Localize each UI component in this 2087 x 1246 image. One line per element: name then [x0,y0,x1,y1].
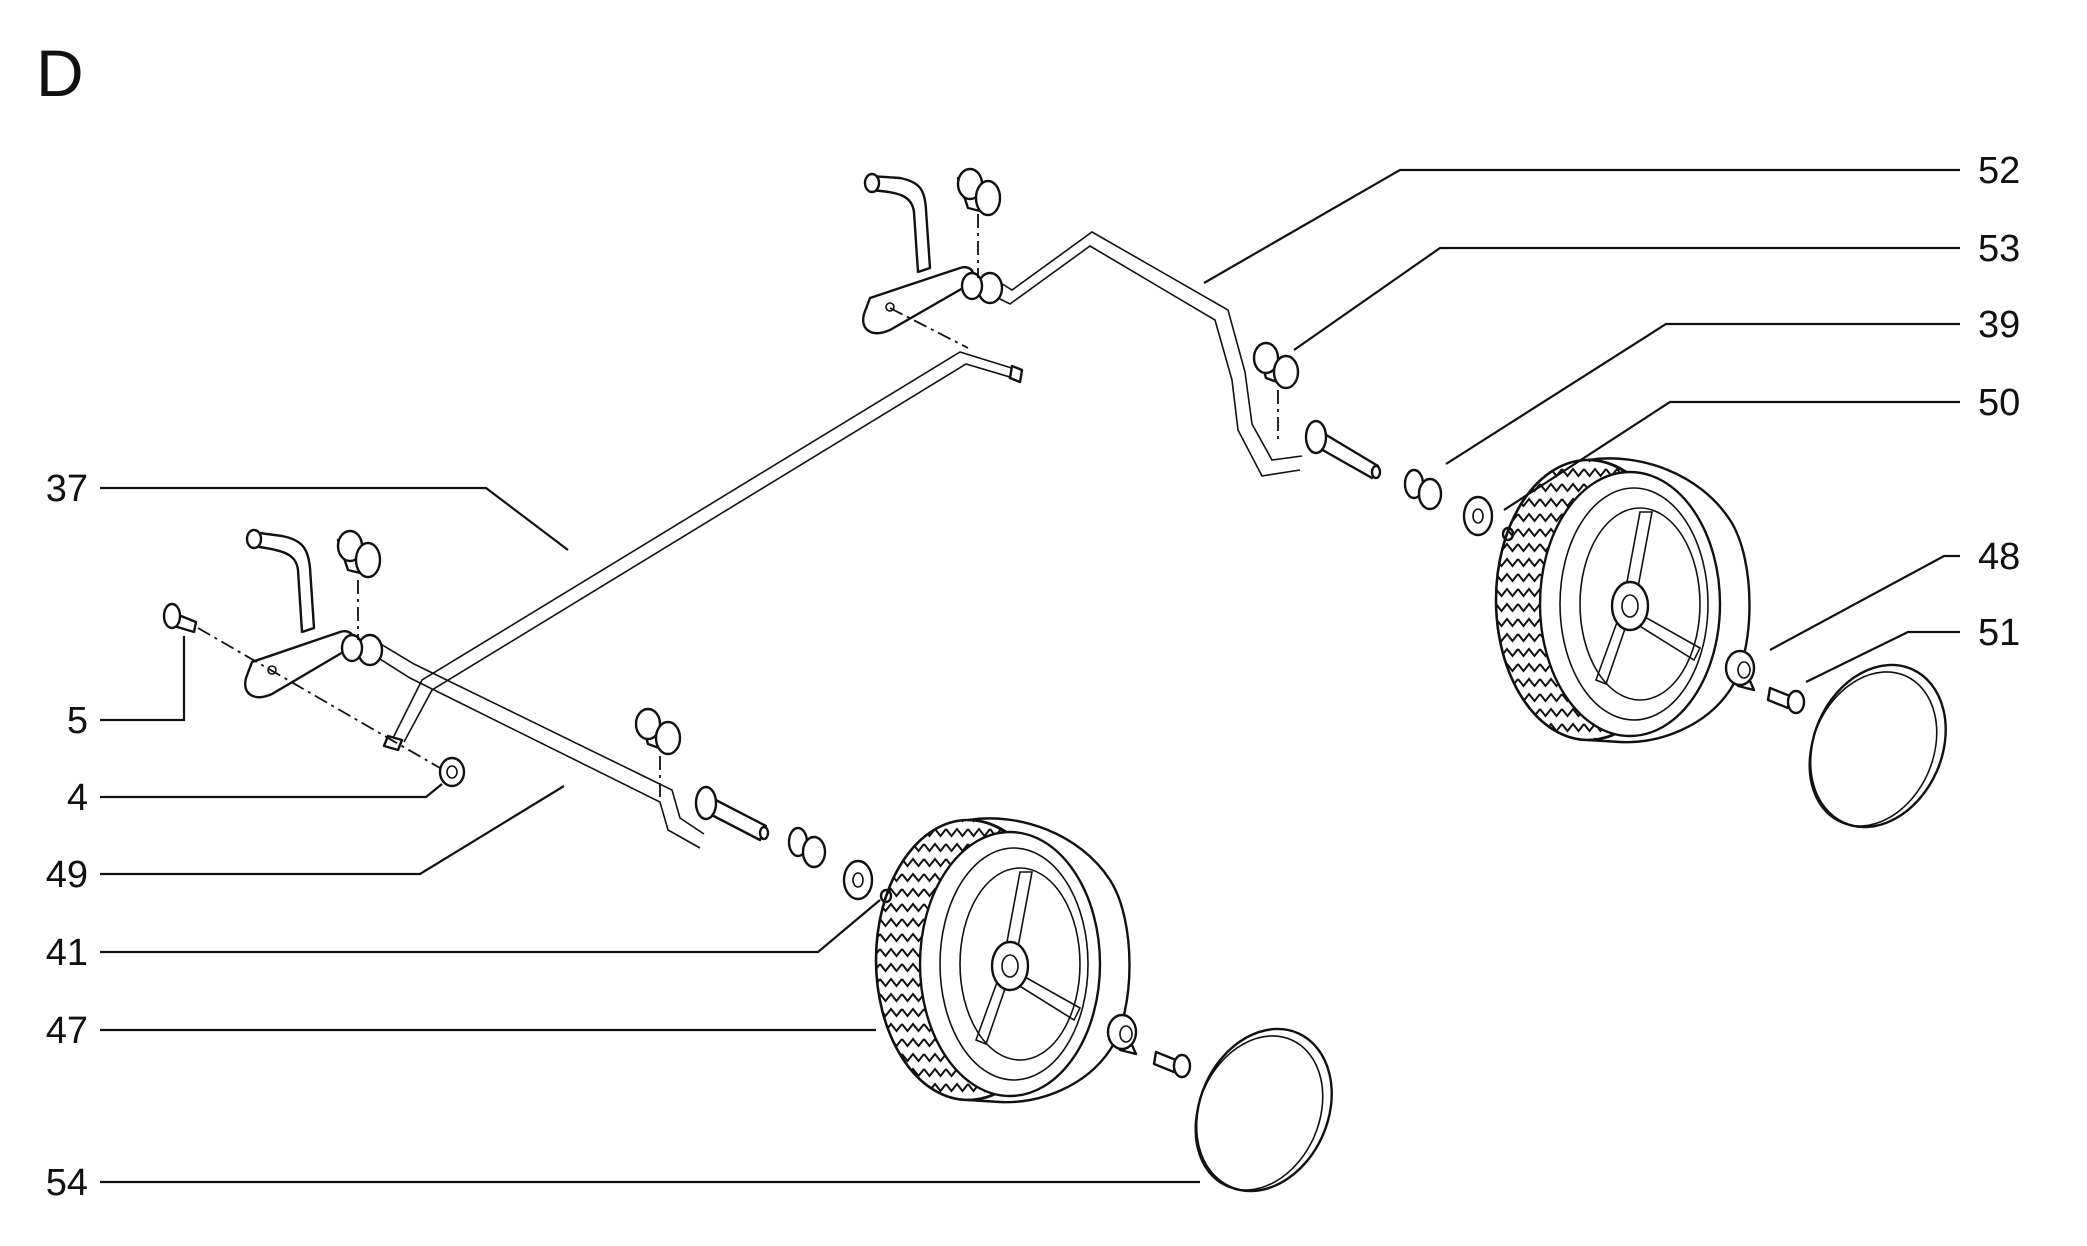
callout-50: 50 [1978,382,2020,424]
callout-54: 54 [46,1162,88,1204]
left-wheel-47 [874,817,1131,1104]
callout-47: 47 [46,1010,88,1052]
callout-51: 51 [1978,612,2020,654]
callout-52: 52 [1978,150,2020,192]
callout-5: 5 [67,700,88,742]
callout-39: 39 [1978,304,2020,346]
upper-axle-52 [862,167,1382,480]
callout-49: 49 [46,854,88,896]
leader-lines [100,168,1960,1184]
link-rod-37 [382,351,1024,752]
left-wheel-group [787,817,1333,1193]
right-wheel-47 [1494,457,1751,744]
section-letter: D [36,36,84,110]
callout-4: 4 [67,777,88,819]
callout-41: 41 [46,932,88,974]
callout-labels: 52 53 39 50 48 51 37 5 4 49 41 47 54 [46,150,2021,1204]
right-wheel-group [1403,457,1947,829]
lower-axle-49 [162,528,770,849]
callout-53: 53 [1978,228,2020,270]
callout-37: 37 [46,468,88,510]
callout-48: 48 [1978,536,2020,578]
